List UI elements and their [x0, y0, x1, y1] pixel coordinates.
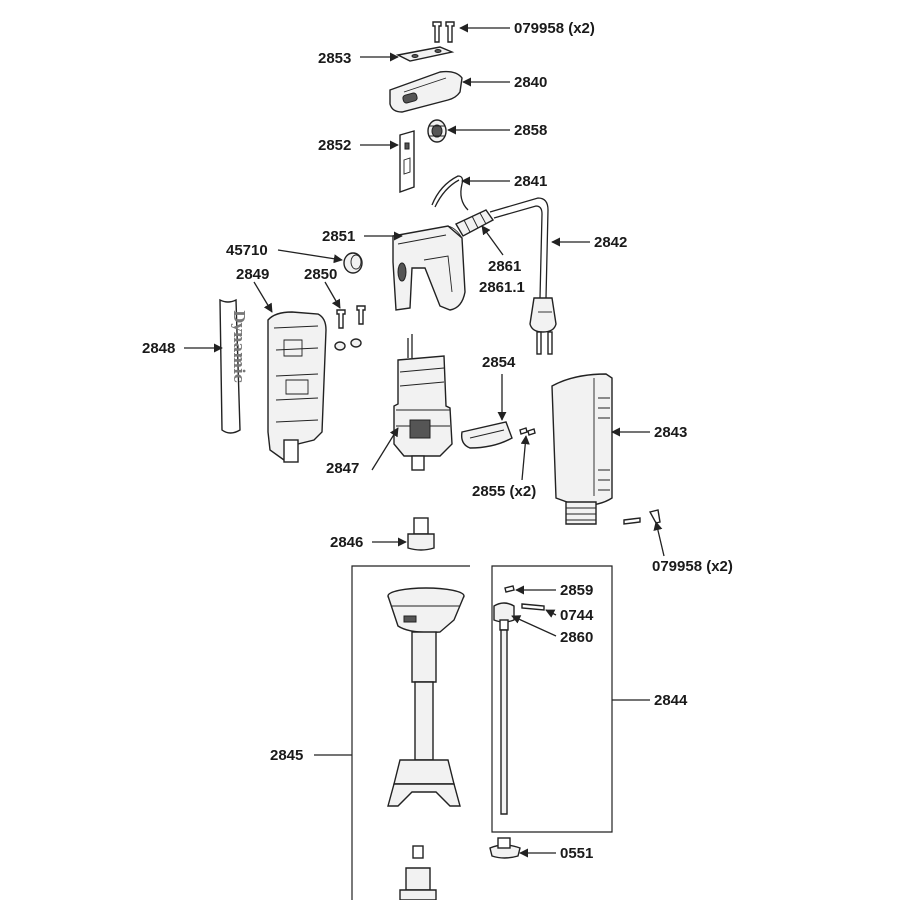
part-2847-motor — [393, 334, 453, 471]
part-2848-logo-plate: Dynamic — [219, 298, 248, 434]
part-2843-motor-housing — [551, 373, 613, 525]
label-45710: 45710 — [226, 242, 268, 259]
frame-2844 — [491, 565, 613, 833]
part-bottom-partial — [399, 845, 437, 900]
label-2850: 2850 — [304, 266, 337, 283]
label-079958-bottom: 079958 (x2) — [652, 558, 733, 575]
label-2854: 2854 — [482, 354, 516, 371]
part-2853-plate — [395, 46, 455, 62]
part-2844-inner-shaft — [493, 585, 545, 815]
part-45710-cap — [343, 252, 363, 274]
part-0551-bearing — [489, 837, 521, 859]
label-0551: 0551 — [560, 845, 593, 862]
part-2858-knob — [427, 119, 447, 143]
label-2861-1: 2861.1 — [479, 279, 525, 296]
part-2855-screws — [519, 427, 536, 436]
label-2860: 2860 — [560, 629, 593, 646]
label-2851: 2851 — [322, 228, 355, 245]
screw-pair-bottom — [623, 509, 661, 525]
label-2847: 2847 — [326, 460, 359, 477]
part-2861-grommet — [455, 209, 495, 237]
label-2846: 2846 — [330, 534, 363, 551]
label-2849: 2849 — [236, 266, 269, 283]
logo-text: Dynamic — [230, 310, 248, 383]
label-2845: 2845 — [270, 747, 303, 764]
label-2859: 2859 — [560, 582, 593, 599]
label-2861: 2861 — [488, 258, 521, 275]
label-079958-top: 079958 (x2) — [514, 20, 595, 37]
label-2844: 2844 — [654, 692, 688, 709]
label-2841: 2841 — [514, 173, 547, 190]
leader-lines — [184, 23, 665, 858]
part-2845-shaft — [387, 587, 465, 807]
frame-2845 — [351, 565, 470, 900]
part-2854-bracket — [460, 421, 513, 449]
label-2853: 2853 — [318, 50, 351, 67]
label-0744: 0744 — [560, 607, 594, 624]
part-2846-coupling — [407, 517, 435, 551]
label-2855: 2855 (x2) — [472, 483, 536, 500]
label-2842: 2842 — [594, 234, 627, 251]
part-2840-switch-cover — [389, 70, 463, 113]
label-2843: 2843 — [654, 424, 687, 441]
label-2848: 2848 — [142, 340, 175, 357]
part-2851-handle — [392, 225, 466, 311]
label-2840: 2840 — [514, 74, 547, 91]
label-2858: 2858 — [514, 122, 547, 139]
label-2852: 2852 — [318, 137, 351, 154]
part-2850-screws — [334, 305, 366, 351]
part-2842-cable-plug — [489, 197, 557, 355]
part-2849-housing — [267, 311, 327, 463]
part-2852-board — [399, 130, 415, 193]
screw-pair-top — [432, 21, 455, 43]
